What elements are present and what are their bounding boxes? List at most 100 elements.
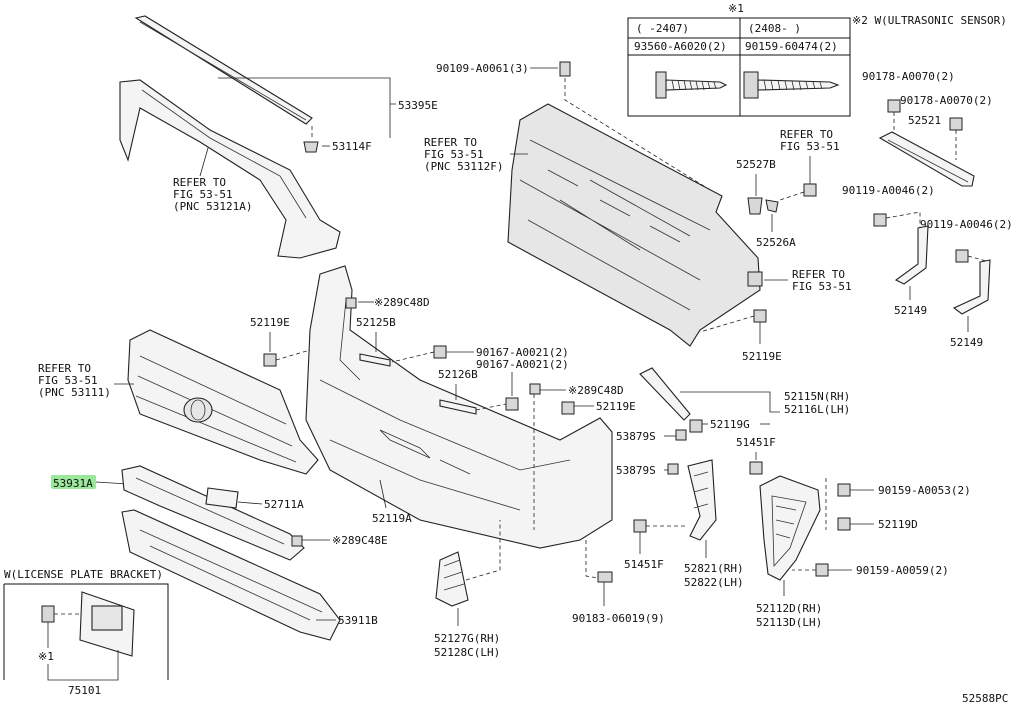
toyota-emblem-icon (183, 397, 213, 423)
label-52127G: 52127G(RH) (434, 632, 500, 645)
label-52119D: 52119D (878, 518, 918, 531)
label-52119A: 52119A (372, 512, 412, 525)
label-53114F: 53114F (332, 140, 372, 153)
label-52119G: 52119G (710, 418, 750, 431)
label-90167a: 90167-A0021(2) (476, 346, 569, 359)
label-52527B: 52527B (736, 158, 776, 171)
label-53931A[interactable]: 53931A (53, 477, 93, 490)
label-52116L: 52116L(LH) (784, 403, 850, 416)
lower-vent-cover (435, 551, 469, 607)
bolt-icon (689, 419, 703, 433)
bolt-icon (505, 397, 519, 411)
label-53931A-highlight (51, 475, 96, 489)
clip-icon (291, 535, 303, 547)
license-note: ※1 (38, 650, 54, 663)
table-border (627, 17, 851, 117)
label-90178b: 90178-A0070(2) (900, 94, 993, 107)
clip-icon (345, 297, 357, 309)
ref2-line1: REFER TO (424, 136, 477, 149)
radiator-grille (127, 329, 319, 475)
bolt-icon (837, 517, 851, 531)
label-52521: 52521 (908, 114, 941, 127)
clip-icon (529, 383, 541, 395)
fastener-table: ※1 ( -2407) (2408- ) 93560-A6020(2) 9015… (627, 2, 851, 117)
label-289C48D-a: ※289C48D (374, 296, 430, 309)
label-52711A: 52711A (264, 498, 304, 511)
label-52113D: 52113D(LH) (756, 616, 822, 629)
clip-icon (597, 571, 613, 583)
label-90183: 90183-06019(9) (572, 612, 665, 625)
label-289C48E: ※289C48E (332, 534, 388, 547)
label-53395E: 53395E (398, 99, 438, 112)
bolt-icon (433, 345, 447, 359)
grommet-icon (803, 183, 817, 197)
label-52526A: 52526A (756, 236, 796, 249)
label-52119E-center: 52119E (596, 400, 636, 413)
label-90119a: 90119-A0046(2) (842, 184, 935, 197)
table-col1-part: 93560-A6020(2) (634, 40, 727, 53)
note-ultrasonic: ※2 W(ULTRASONIC SENSOR) (852, 14, 1007, 27)
lower-grille-garnish (121, 465, 305, 561)
label-51451F-a: 51451F (736, 436, 776, 449)
ref2-line2: FIG 53-51 (424, 148, 484, 161)
ref3-line1: REFER TO (780, 128, 833, 141)
clip-icon (667, 463, 679, 475)
fog-lamp-cover (759, 475, 821, 581)
label-289C48D-b: ※289C48D (568, 384, 624, 397)
table-col2-part: 90159-60474(2) (745, 40, 838, 53)
clip-icon (303, 141, 319, 153)
bolt-icon (887, 99, 901, 113)
label-52149b: 52149 (950, 336, 983, 349)
label-90178a: 90178-A0070(2) (862, 70, 955, 83)
ref2-line3: (PNC 53112F) (424, 160, 503, 173)
label-52149a: 52149 (894, 304, 927, 317)
label-52115N: 52115N(RH) (784, 390, 850, 403)
bracket-icon (205, 487, 239, 509)
bolt-icon (749, 461, 763, 475)
bolt-icon (837, 483, 851, 497)
bracket-icon (439, 399, 477, 415)
grommet-icon (747, 271, 763, 287)
lower-spoiler (121, 509, 341, 641)
grille-molding-upper (134, 15, 319, 153)
ref1-line2: FIG 53-51 (173, 188, 233, 201)
ref1-line3: (PNC 53121A) (173, 200, 252, 213)
label-52128C: 52128C(LH) (434, 646, 500, 659)
bracket-icon (359, 353, 391, 367)
upper-garnish (119, 79, 341, 259)
table-note: ※1 (728, 2, 744, 15)
label-90109: 90109-A0061(3) (436, 62, 529, 75)
label-90159a: 90159-A0053(2) (878, 484, 971, 497)
diagram-id: 52588PC (962, 692, 1008, 705)
label-52822: 52822(LH) (684, 576, 744, 589)
plate-window (91, 605, 123, 631)
label-52125B: 52125B (356, 316, 396, 329)
screw-icon (743, 71, 840, 99)
bolt-icon (955, 249, 969, 263)
license-plate-group: W(LICENSE PLATE BRACKET) ※1 75101 (3, 568, 169, 697)
side-retainer-left (894, 225, 929, 285)
table-col2-head: (2408- ) (748, 22, 801, 35)
side-mounting-bracket (639, 367, 691, 421)
bolt-icon (41, 605, 55, 623)
license-box-title: W(LICENSE PLATE BRACKET) (4, 568, 163, 581)
label-75101: 75101 (68, 684, 101, 697)
bolt-icon (949, 117, 963, 131)
ref3-line2: FIG 53-51 (780, 140, 840, 153)
ref4-line2: FIG 53-51 (792, 280, 852, 293)
bolt-icon (633, 519, 647, 533)
label-51451F-b: 51451F (624, 558, 664, 571)
table-col1-head: ( -2407) (636, 22, 689, 35)
label-52119E-left: 52119E (250, 316, 290, 329)
label-52126B: 52126B (438, 368, 478, 381)
bumper-reinforcement (507, 103, 761, 347)
bolt-icon (559, 61, 571, 77)
label-52112D: 52112D(RH) (756, 602, 822, 615)
ref4-line1: REFER TO (792, 268, 845, 281)
clip-icon (747, 197, 763, 215)
screw-icon (655, 71, 728, 99)
bumper-support-bracket (878, 131, 975, 187)
label-53879S-a: 53879S (616, 430, 656, 443)
clip-icon (765, 199, 779, 213)
ref5-line1: REFER TO (38, 362, 91, 375)
